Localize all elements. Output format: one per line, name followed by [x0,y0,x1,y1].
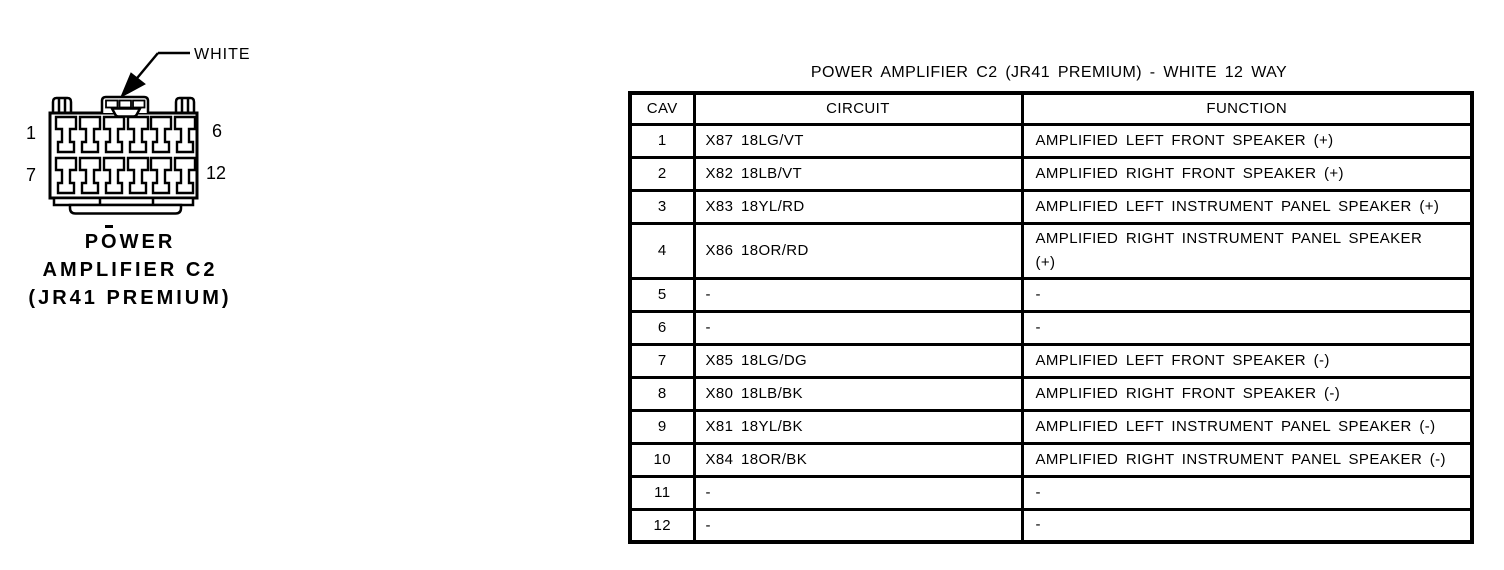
circuit-cell: X87 18LG/VT [692,122,1024,159]
circuit-cell: X81 18YL/BK [692,408,1024,445]
function-cell: - [1020,276,1474,313]
connector-figure: WHITE [0,40,260,230]
connector-caption-line: POWER [84,231,176,253]
white-callout-arrow [119,51,190,99]
connector-latch [100,95,150,118]
connector-color-label: WHITE [194,46,251,63]
table-row: 5 - - [628,276,1474,313]
table-row: 8 X80 18LB/BK AMPLIFIED RIGHT FRONT SPEA… [628,375,1474,412]
table-row: 2 X82 18LB/VT AMPLIFIED RIGHT FRONT SPEA… [628,155,1474,192]
function-cell: AMPLIFIED LEFT FRONT SPEAKER (+) [1020,122,1474,159]
function-cell: - [1020,309,1474,346]
connector-caption: POWER AMPLIFIER C2 (JR41 PREMIUM) [12,228,248,312]
table-row: 1 X87 18LG/VT AMPLIFIED LEFT FRONT SPEAK… [628,122,1474,159]
connector-drawing: WHITE [26,46,251,215]
stray-mark [105,225,113,228]
circuit-cell: - [692,507,1024,544]
column-header-function: FUNCTION [1020,91,1474,126]
cav-cell: 5 [628,276,696,313]
pin-number-row2-end: 12 [206,163,226,183]
function-cell: AMPLIFIED LEFT INSTRUMENT PANEL SPEAKER … [1020,188,1474,225]
connector-top-tabs [51,96,196,113]
function-cell: AMPLIFIED RIGHT FRONT SPEAKER (+) [1020,155,1474,192]
cav-cell: 9 [628,408,696,445]
cav-cell: 2 [628,155,696,192]
table-row: 3 X83 18YL/RD AMPLIFIED LEFT INSTRUMENT … [628,188,1474,225]
table-row: 4 X86 18OR/RD AMPLIFIED RIGHT INSTRUMENT… [628,221,1474,280]
cav-cell: 6 [628,309,696,346]
table-row: 6 - - [628,309,1474,346]
cav-cell: 10 [628,441,696,478]
cav-cell: 1 [628,122,696,159]
table-row: 12 - - [628,507,1474,544]
header-row: CAV CIRCUIT FUNCTION [628,91,1474,126]
pinout-table: CAV CIRCUIT FUNCTION 1 X87 18LG/VT AMPLI… [628,91,1474,544]
cav-cell: 8 [628,375,696,412]
function-cell: AMPLIFIED LEFT INSTRUMENT PANEL SPEAKER … [1020,408,1474,445]
circuit-cell: - [692,276,1024,313]
cav-cell: 11 [628,474,696,511]
function-cell: AMPLIFIED LEFT FRONT SPEAKER (-) [1020,342,1474,379]
function-cell: - [1020,474,1474,511]
column-header-cav: CAV [628,91,696,126]
cav-cell: 3 [628,188,696,225]
function-cell: AMPLIFIED RIGHT INSTRUMENT PANEL SPEAKER… [1020,221,1474,280]
circuit-cell: X85 18LG/DG [692,342,1024,379]
column-header-circuit: CIRCUIT [692,91,1024,126]
connector-caption-line: (JR41 PREMIUM) [28,287,232,309]
pinout-table-title: POWER AMPLIFIER C2 (JR41 PREMIUM) - WHIT… [810,64,1288,81]
cav-cell: 7 [628,342,696,379]
table-row: 9 X81 18YL/BK AMPLIFIED LEFT INSTRUMENT … [628,408,1474,445]
pin-number-row1-end: 6 [212,121,222,141]
circuit-cell: X80 18LB/BK [692,375,1024,412]
circuit-cell: - [692,309,1024,346]
table-row: 11 - - [628,474,1474,511]
circuit-cell: X86 18OR/RD [692,221,1024,280]
cav-cell: 4 [628,221,696,280]
circuit-cell: X84 18OR/BK [692,441,1024,478]
connector-caption-line: AMPLIFIER C2 [42,259,218,281]
pin-number-row2-start: 7 [26,165,36,185]
table-row: 10 X84 18OR/BK AMPLIFIED RIGHT INSTRUMEN… [628,441,1474,478]
circuit-cell: X82 18LB/VT [692,155,1024,192]
table-row: 7 X85 18LG/DG AMPLIFIED LEFT FRONT SPEAK… [628,342,1474,379]
connector-base [52,196,195,215]
circuit-cell: - [692,474,1024,511]
pin-number-row1-start: 1 [26,123,36,143]
function-cell: AMPLIFIED RIGHT FRONT SPEAKER (-) [1020,375,1474,412]
function-cell: AMPLIFIED RIGHT INSTRUMENT PANEL SPEAKER… [1020,441,1474,478]
cav-cell: 12 [628,507,696,544]
circuit-cell: X83 18YL/RD [692,188,1024,225]
function-cell: - [1020,507,1474,544]
